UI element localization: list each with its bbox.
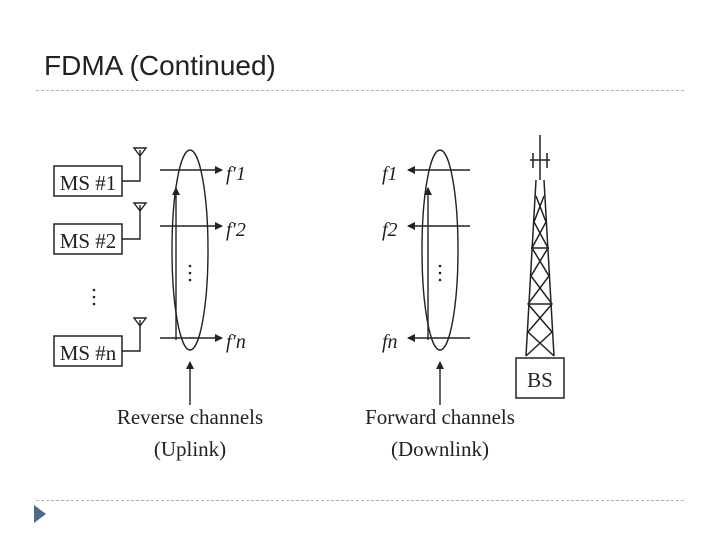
ms-label-n: MS #n bbox=[60, 341, 117, 365]
downlink-caption-line2: (Downlink) bbox=[391, 437, 489, 461]
mobile-station-1: MS #1 bbox=[53, 165, 123, 197]
downlink-caption-line1: Forward channels bbox=[365, 405, 515, 429]
footer-divider bbox=[36, 500, 684, 501]
mobiles-ellipsis-icon bbox=[92, 288, 96, 306]
mobile-antenna-2-icon bbox=[122, 202, 148, 240]
uplink-caption-line1: Reverse channels bbox=[117, 405, 263, 429]
mobile-antenna-1-icon bbox=[122, 147, 148, 182]
mobile-antenna-n-icon bbox=[122, 317, 148, 352]
mobile-station-n: MS #n bbox=[53, 335, 123, 367]
slide-title: FDMA (Continued) bbox=[44, 50, 276, 81]
base-station-tower-icon bbox=[525, 135, 555, 357]
downlink-freq-1: f1 bbox=[382, 163, 398, 185]
ms-label-1: MS #1 bbox=[60, 171, 117, 195]
uplink-channels bbox=[160, 149, 223, 405]
uplink-freq-2: f′2 bbox=[226, 219, 246, 241]
uplink-freq-n: f′n bbox=[226, 331, 246, 353]
uplink-caption-line2: (Uplink) bbox=[154, 437, 226, 461]
downlink-freq-2: f2 bbox=[382, 219, 398, 241]
uplink-ellipsis-icon bbox=[188, 264, 192, 282]
title-divider bbox=[36, 90, 684, 91]
mobile-station-2: MS #2 bbox=[53, 223, 123, 255]
downlink-freq-n: fn bbox=[382, 331, 398, 353]
downlink-channels bbox=[407, 149, 470, 405]
downlink-ellipsis-icon bbox=[438, 264, 442, 282]
base-station-box: BS bbox=[515, 357, 565, 399]
base-station-label: BS bbox=[527, 368, 553, 392]
slide-bullet-icon bbox=[34, 505, 46, 523]
ms-label-2: MS #2 bbox=[60, 229, 117, 253]
uplink-freq-1: f′1 bbox=[226, 163, 246, 185]
